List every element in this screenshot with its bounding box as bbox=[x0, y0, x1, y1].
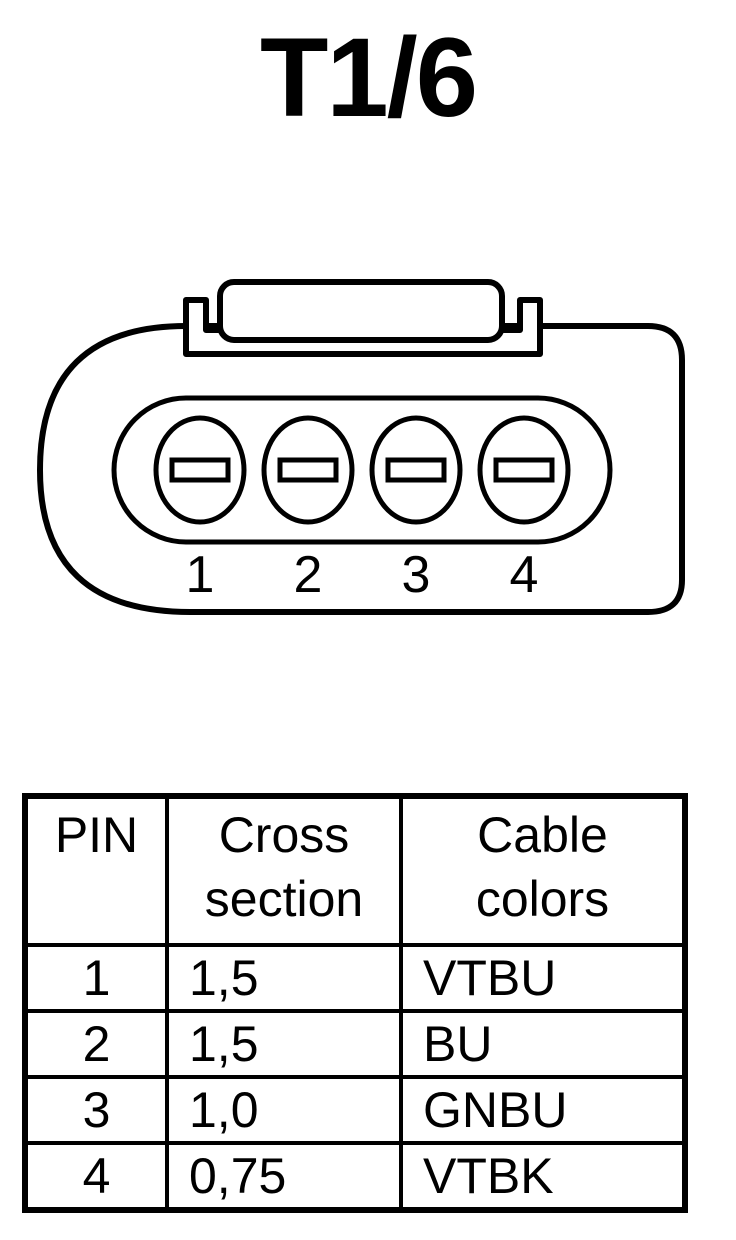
pin-2: 2 bbox=[261, 415, 355, 604]
table-row: 4 0,75 VTBK bbox=[23, 1141, 687, 1212]
cell-pin: 3 bbox=[23, 1075, 169, 1145]
connector-title: T1/6 bbox=[259, 15, 478, 140]
cell-cross-section: 1,0 bbox=[165, 1075, 403, 1145]
cell-cable-color: GNBU bbox=[399, 1075, 687, 1145]
cell-cable-color: VTBK bbox=[399, 1141, 687, 1212]
pin-number-label: 4 bbox=[510, 546, 539, 604]
table-row: 3 1,0 GNBU bbox=[23, 1075, 687, 1145]
cell-cross-section: 0,75 bbox=[165, 1141, 403, 1212]
cell-cable-color: BU bbox=[399, 1009, 687, 1079]
table-row: 1 1,5 VTBU bbox=[23, 943, 687, 1013]
pin-contact-slot bbox=[169, 457, 231, 483]
pin-number-label: 3 bbox=[402, 546, 431, 604]
pin-cavity bbox=[111, 395, 613, 545]
pin-number-label: 2 bbox=[294, 546, 323, 604]
pin-3: 3 bbox=[369, 415, 463, 604]
pin-contact-slot bbox=[277, 457, 339, 483]
pin-number-label: 1 bbox=[186, 546, 215, 604]
locking-tab-top bbox=[217, 279, 505, 343]
pin-contact-slot bbox=[385, 457, 447, 483]
header-pin: PIN bbox=[23, 794, 169, 947]
cell-pin: 2 bbox=[23, 1009, 169, 1079]
pin-1: 1 bbox=[153, 415, 247, 604]
table-row: 2 1,5 BU bbox=[23, 1009, 687, 1079]
cell-pin: 1 bbox=[23, 943, 169, 1013]
pin-contact-slot bbox=[493, 457, 555, 483]
connector-diagram: 1 2 3 4 bbox=[37, 279, 685, 615]
pin-4: 4 bbox=[477, 415, 571, 604]
cell-cross-section: 1,5 bbox=[165, 1009, 403, 1079]
cell-cross-section: 1,5 bbox=[165, 943, 403, 1013]
cell-pin: 4 bbox=[23, 1141, 169, 1212]
cell-cable-color: VTBU bbox=[399, 943, 687, 1013]
